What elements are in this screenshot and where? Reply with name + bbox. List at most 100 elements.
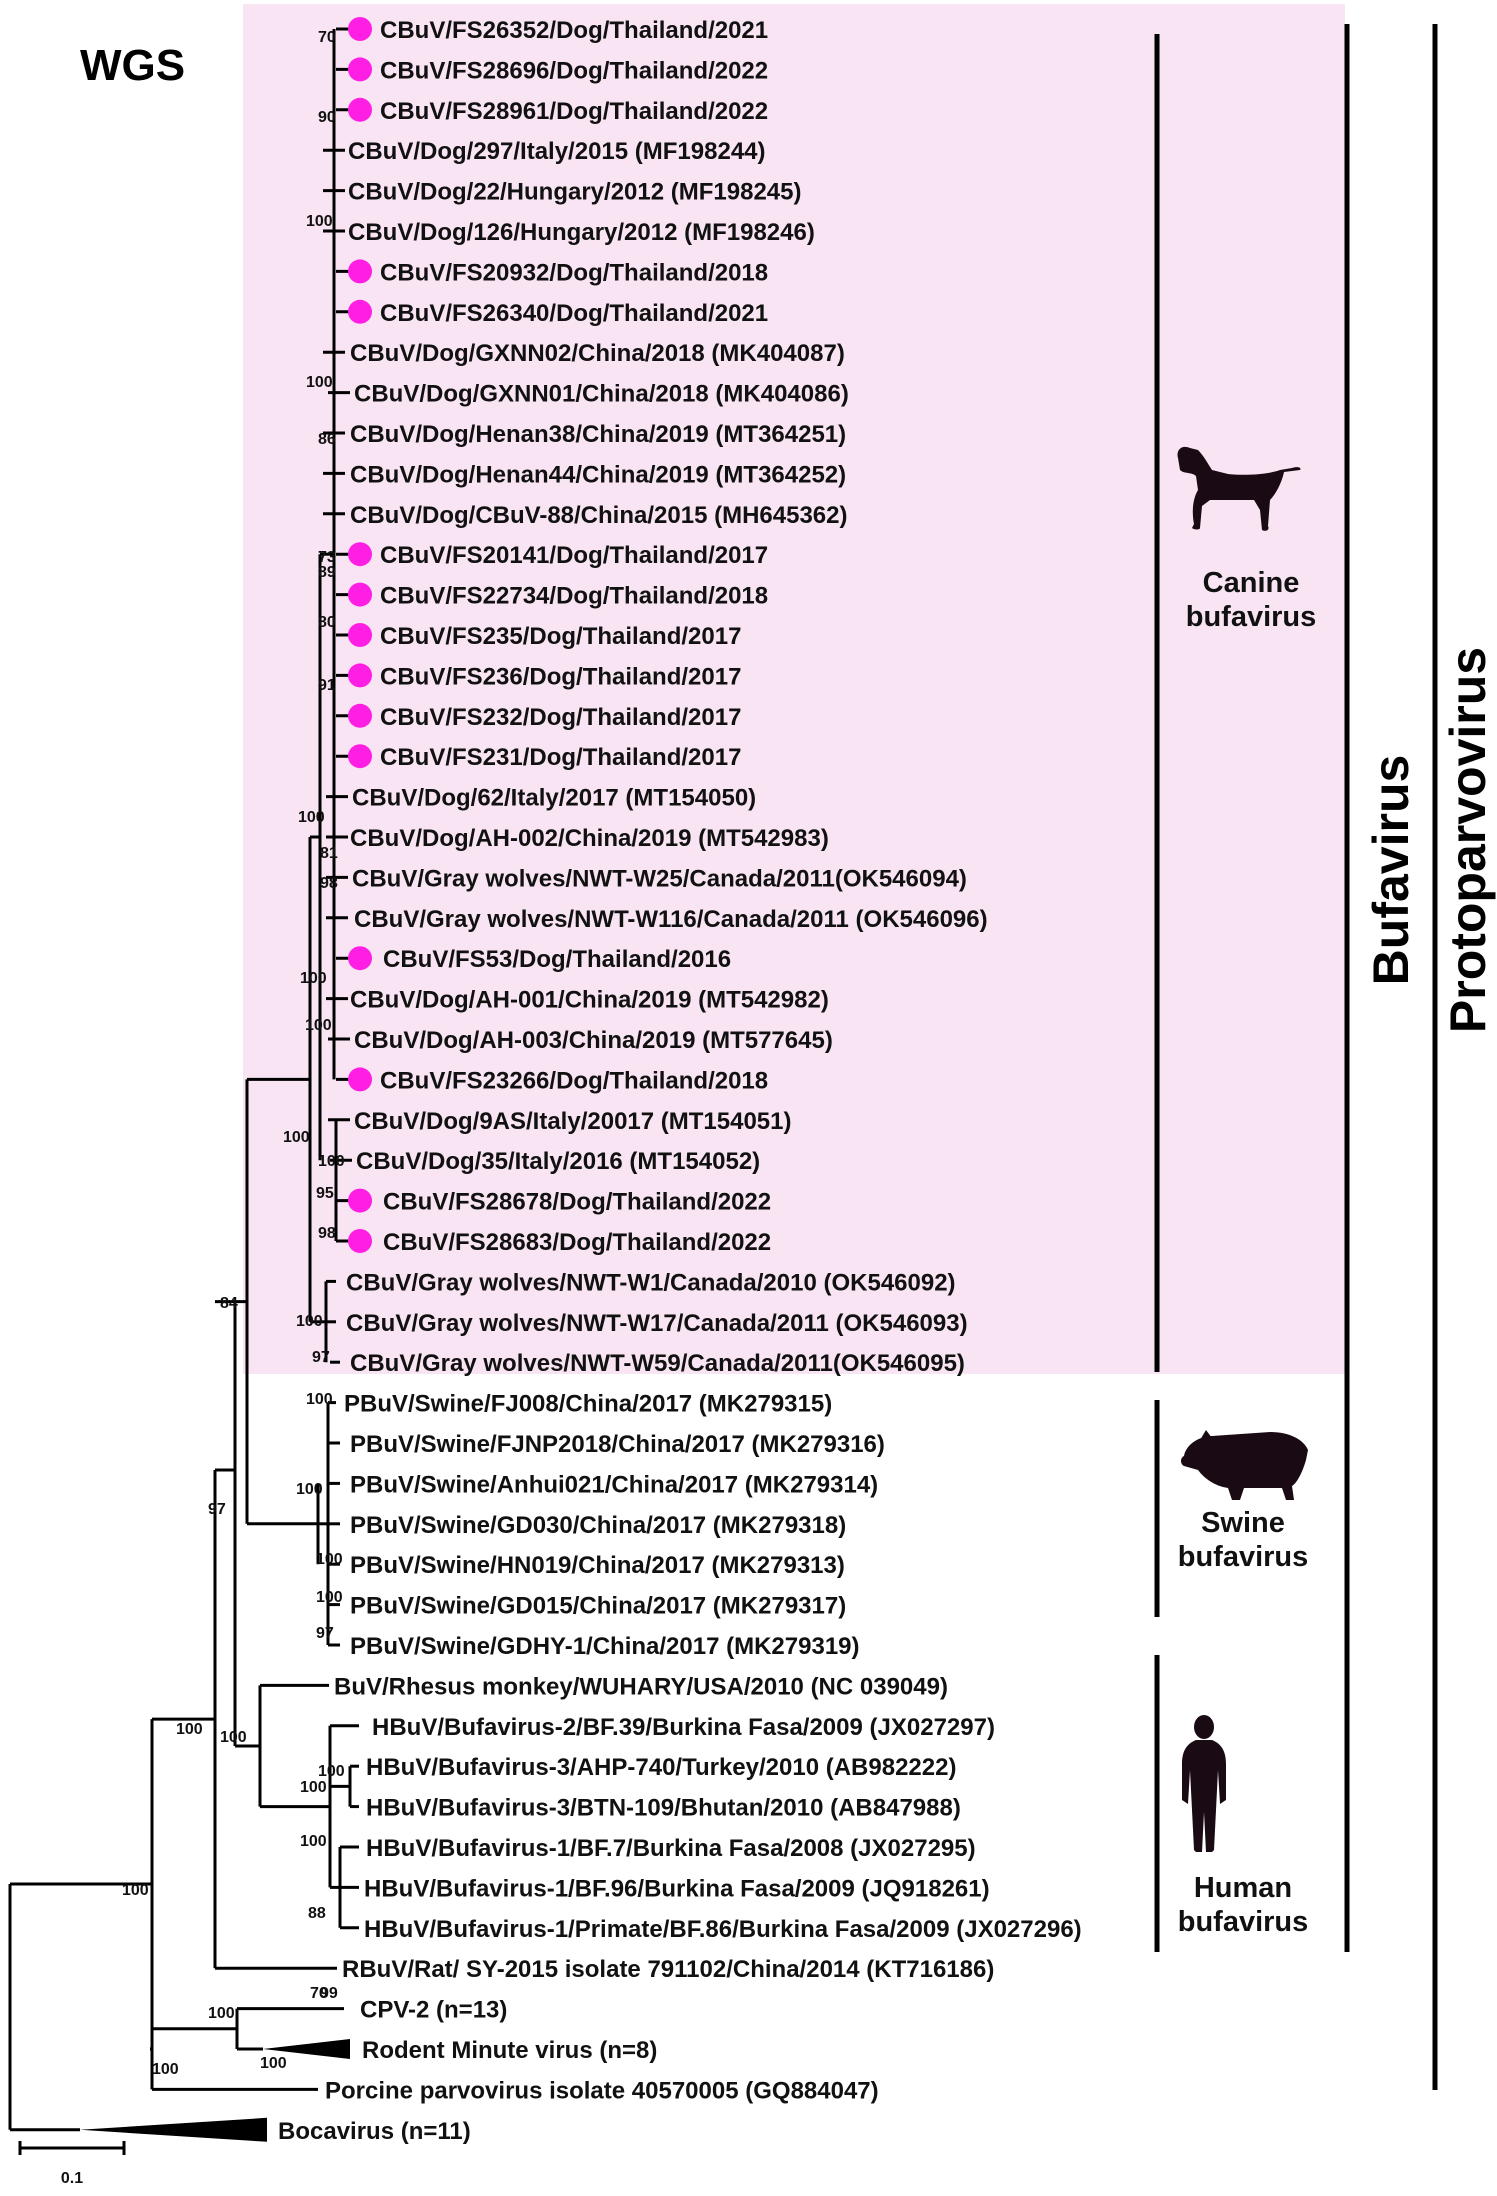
thai-sample-dot <box>348 542 372 567</box>
leaf-label: CBuV/Dog/22/Hungary/2012 (MF198245) <box>348 179 801 206</box>
bootstrap-value: 100 <box>176 1721 203 1738</box>
leaf-label: CBuV/Gray wolves/NWT-W1/Canada/2010 (OK5… <box>346 1269 956 1296</box>
bootstrap-value: 90 <box>318 109 336 126</box>
leaf-label: CBuV/Dog/AH-003/China/2019 (MT577645) <box>354 1027 833 1054</box>
leaf-label: HBuV/Bufavirus-1/Primate/BF.86/Burkina F… <box>364 1916 1082 1943</box>
leaf-label: PBuV/Swine/GD015/China/2017 (MK279317) <box>350 1593 846 1620</box>
leaf-label: CBuV/FS28683/Dog/Thailand/2022 <box>383 1229 771 1256</box>
bootstrap-value: 91 <box>318 677 336 694</box>
bootstrap-value: 100 <box>306 374 333 391</box>
leaf-label: CBuV/FS26340/Dog/Thailand/2021 <box>380 300 768 327</box>
leaf-label: CBuV/Gray wolves/NWT-W116/Canada/2011 (O… <box>354 906 988 933</box>
leaf-label: CBuV/FS53/Dog/Thailand/2016 <box>383 946 731 973</box>
leaf-label: Rodent Minute virus (n=8) <box>362 2037 657 2064</box>
leaf-label: CPV-2 (n=13) <box>360 1997 507 2024</box>
pig-silhouette-icon <box>1181 1430 1308 1500</box>
leaf-label: Bocavirus (n=11) <box>278 2118 471 2145</box>
leaf-label: CBuV/Dog/Henan38/China/2019 (MT364251) <box>350 421 846 448</box>
bootstrap-value: 100 <box>220 1729 247 1746</box>
thai-sample-dot <box>348 744 372 769</box>
leaf-label: BuV/Rhesus monkey/WUHARY/USA/2010 (NC 03… <box>334 1673 948 1700</box>
bootstrap-value: 100 <box>306 213 333 230</box>
bootstrap-value: 100 <box>208 2005 235 2022</box>
leaf-label: CBuV/FS232/Dog/Thailand/2017 <box>380 704 741 731</box>
leaf-label: PBuV/Swine/Anhui021/China/2017 (MK279314… <box>350 1471 878 1498</box>
swine-group-label: Swine <box>1201 1507 1285 1539</box>
thai-sample-dot <box>348 299 372 324</box>
protoparvovirus-label: Protoparvovirus <box>1440 647 1496 1033</box>
leaf-label: CBuV/FS28696/Dog/Thailand/2022 <box>380 57 768 84</box>
bootstrap-value: 80 <box>318 614 336 631</box>
bootstrap-value: 89 <box>318 564 336 581</box>
bootstrap-value: 100 <box>260 2055 287 2072</box>
leaf-label: CBuV/Dog/Henan44/China/2019 (MT364252) <box>350 461 846 488</box>
human-group-label: Human <box>1194 1872 1292 1904</box>
bufavirus-label: Bufavirus <box>1363 755 1419 986</box>
leaf-label: HBuV/Bufavirus-2/BF.39/Burkina Fasa/2009… <box>372 1714 995 1741</box>
leaf-label: CBuV/FS23266/Dog/Thailand/2018 <box>380 1067 768 1094</box>
thai-sample-dot <box>348 259 372 284</box>
leaf-label: CBuV/FS235/Dog/Thailand/2017 <box>380 623 741 650</box>
leaf-label: CBuV/Dog/9AS/Italy/20017 (MT154051) <box>354 1108 792 1135</box>
leaf-label: CBuV/Gray wolves/NWT-W17/Canada/2011 (OK… <box>346 1310 968 1337</box>
bootstrap-value: 88 <box>308 1905 326 1922</box>
leaf-label: PBuV/Swine/GD030/China/2017 (MK279318) <box>350 1512 846 1539</box>
bootstrap-value: 100 <box>316 1551 343 1568</box>
leaf-label: CBuV/Dog/35/Italy/2016 (MT154052) <box>356 1148 760 1175</box>
bootstrap-value: 81 <box>320 845 338 862</box>
collapsed-clade-triangle <box>80 2117 267 2142</box>
canine-group-label: Canine <box>1203 567 1300 599</box>
figure-title: WGS <box>80 41 185 90</box>
leaf-label: HBuV/Bufavirus-1/BF.96/Burkina Fasa/2009… <box>364 1875 990 1902</box>
leaf-label: PBuV/Swine/FJ008/China/2017 (MK279315) <box>344 1391 832 1418</box>
thai-sample-dot <box>348 1229 372 1253</box>
thai-sample-dot <box>348 703 372 728</box>
bootstrap-value: 97 <box>312 1349 330 1366</box>
collapsed-clade-triangle <box>263 2039 350 2059</box>
leaf-label: CBuV/Gray wolves/NWT-W59/Canada/2011(OK5… <box>350 1350 965 1377</box>
bootstrap-value: 70 <box>310 1985 328 2002</box>
bootstrap-value: 84 <box>220 1295 238 1312</box>
bootstrap-value: 97 <box>208 1501 226 1518</box>
bootstrap-value: 99 <box>320 1985 338 2002</box>
leaf-label: CBuV/Gray wolves/NWT-W25/Canada/2011(OK5… <box>352 865 967 892</box>
leaf-label: RBuV/Rat/ SY-2015 isolate 791102/China/2… <box>342 1956 994 1983</box>
leaf-label: CBuV/Dog/126/Hungary/2012 (MF198246) <box>348 219 815 246</box>
swine-group-label-2: bufavirus <box>1178 1541 1309 1573</box>
leaf-label: PBuV/Swine/HN019/China/2017 (MK279313) <box>350 1552 845 1579</box>
leaf-label: CBuV/FS28961/Dog/Thailand/2022 <box>380 98 768 125</box>
leaf-label: PBuV/Swine/GDHY-1/China/2017 (MK279319) <box>350 1633 860 1660</box>
human-group-label-2: bufavirus <box>1178 1906 1309 1938</box>
scale-bar-label: 0.1 <box>61 2170 83 2187</box>
thai-sample-dot <box>348 97 372 122</box>
canine-clade-background <box>243 4 1345 1374</box>
bootstrap-values: 7090100100867389809110081981001001001009… <box>122 29 345 2078</box>
thai-sample-dot <box>348 946 372 971</box>
bootstrap-value: 100 <box>318 1763 345 1780</box>
leaf-label: HBuV/Bufavirus-3/BTN-109/Bhutan/2010 (AB… <box>366 1795 961 1822</box>
thai-sample-dot <box>348 582 372 607</box>
leaf-label: CBuV/FS20932/Dog/Thailand/2018 <box>380 259 768 286</box>
thai-sample-markers <box>348 17 372 1253</box>
leaf-label: CBuV/Dog/297/Italy/2015 (MF198244) <box>348 138 766 165</box>
leaf-label: CBuV/FS28678/Dog/Thailand/2022 <box>383 1189 771 1216</box>
bootstrap-value: 100 <box>306 1391 333 1408</box>
human-silhouette-icon <box>1182 1715 1226 1852</box>
bootstrap-value: 100 <box>296 1481 323 1498</box>
bootstrap-value: 100 <box>300 1833 327 1850</box>
bootstrap-value: 100 <box>152 2061 179 2078</box>
leaf-labels: CBuV/FS26352/Dog/Thailand/2021CBuV/FS286… <box>278 17 1082 2145</box>
bootstrap-value: 73 <box>318 549 336 566</box>
leaf-label: CBuV/Dog/AH-002/China/2019 (MT542983) <box>350 825 829 852</box>
thai-sample-dot <box>348 57 372 82</box>
leaf-label: CBuV/Dog/62/Italy/2017 (MT154050) <box>352 785 756 812</box>
thai-sample-dot <box>348 1188 372 1213</box>
leaf-label: CBuV/Dog/CBuV-88/China/2015 (MH645362) <box>350 502 847 529</box>
bootstrap-value: 70 <box>318 29 336 46</box>
bootstrap-value: 95 <box>316 1185 334 1202</box>
leaf-label: CBuV/Dog/GXNN02/China/2018 (MK404087) <box>350 340 845 367</box>
bootstrap-value: 100 <box>298 809 325 826</box>
dog-silhouette-icon <box>1177 446 1301 531</box>
tree-branches <box>8 27 359 2142</box>
